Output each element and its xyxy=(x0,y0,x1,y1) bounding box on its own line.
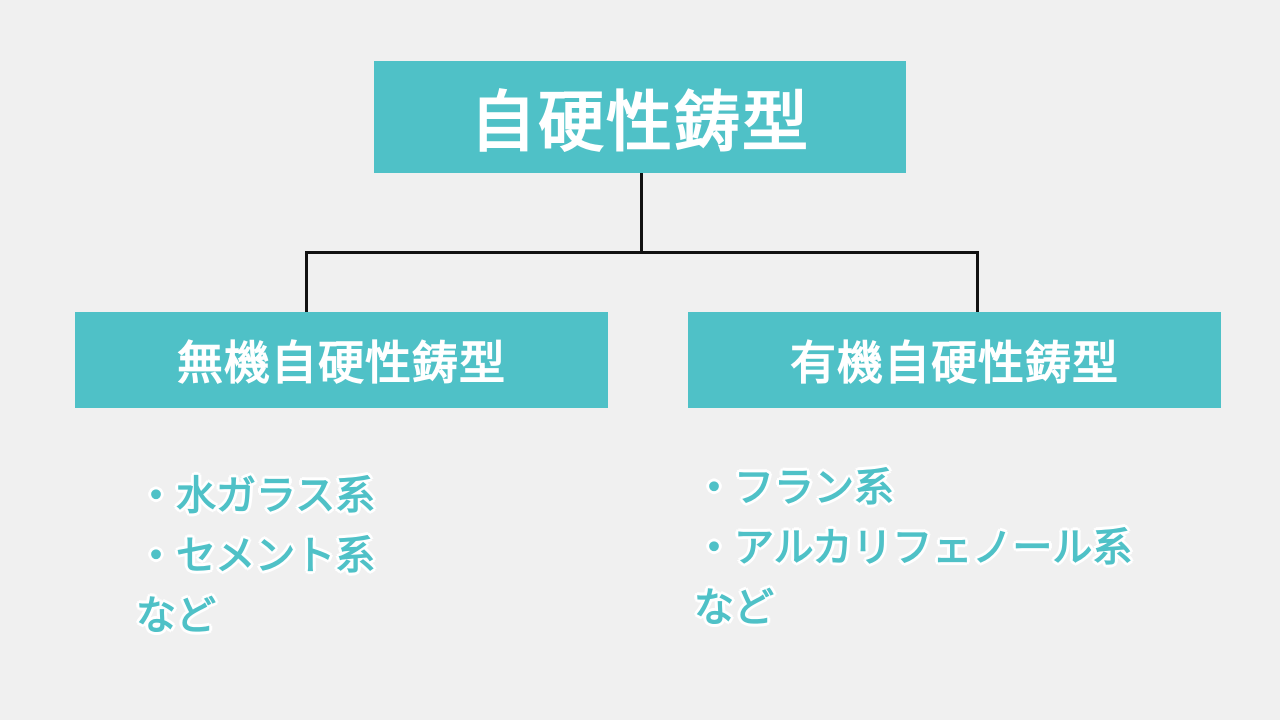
organic-examples-list: ・フラン系 ・アルカリフェノール系 など xyxy=(694,458,1132,638)
inorganic-examples-list: ・水ガラス系 ・セメント系 など xyxy=(136,466,375,646)
connector-stem xyxy=(640,173,643,253)
root-node: 自硬性鋳型 xyxy=(374,61,906,173)
connector-drop-left xyxy=(305,251,308,312)
list-footer: など xyxy=(136,593,216,639)
list-footer: など xyxy=(694,585,774,631)
list-item: ・アルカリフェノール系 xyxy=(694,525,1133,571)
list-item: ・セメント系 xyxy=(136,533,376,579)
list-item: ・フラン系 xyxy=(694,465,894,511)
list-item: ・水ガラス系 xyxy=(136,473,376,519)
child-node-inorganic: 無機自硬性鋳型 xyxy=(75,312,608,408)
connector-crossbar xyxy=(305,251,979,254)
connector-drop-right xyxy=(976,251,979,312)
child-node-organic: 有機自硬性鋳型 xyxy=(688,312,1221,408)
